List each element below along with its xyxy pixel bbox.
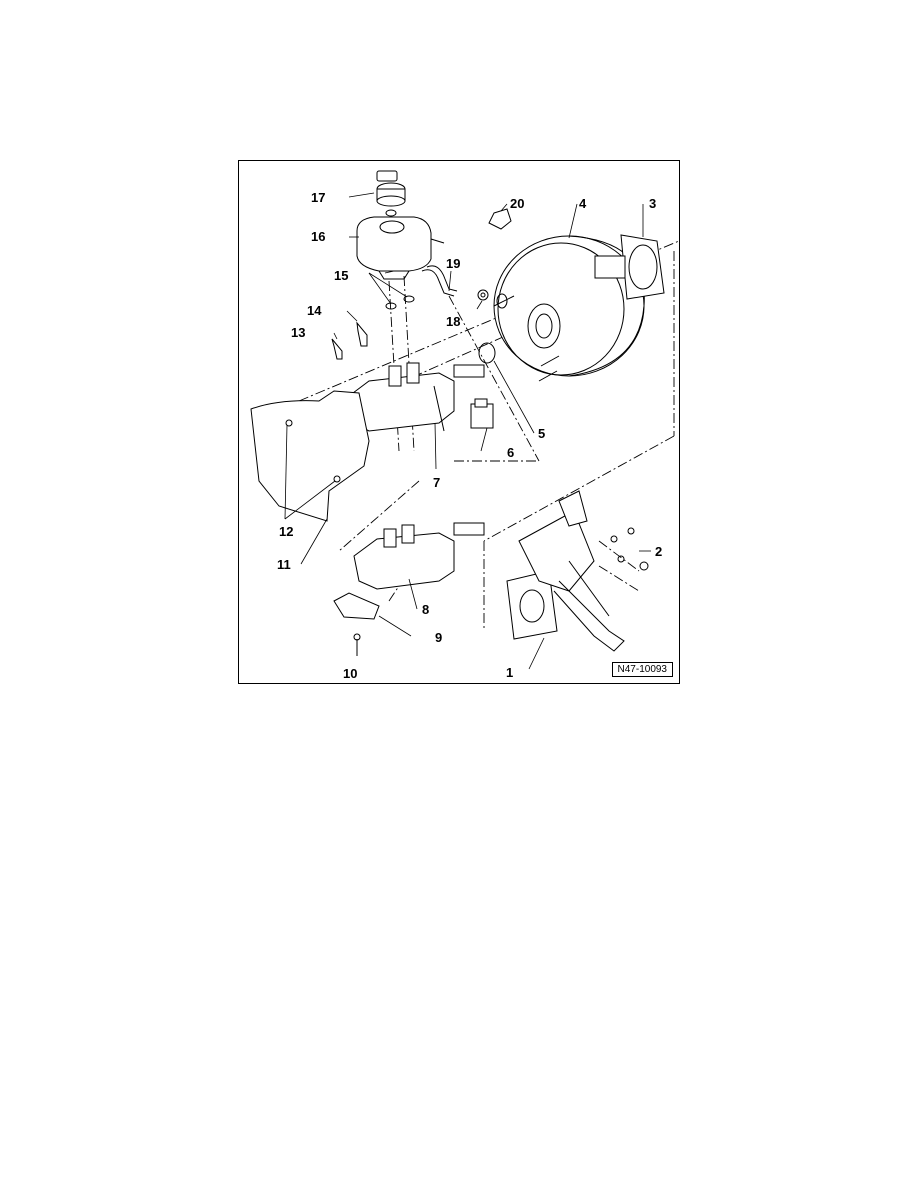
heat-shield — [250, 390, 370, 522]
callout-15: 15 — [334, 268, 348, 283]
master-cylinder-lower — [353, 522, 485, 590]
callout-8: 8 — [422, 602, 429, 617]
fasteners — [610, 527, 649, 571]
leader-lines — [284, 192, 651, 670]
callout-14: 14 — [307, 303, 322, 318]
diagram-canvas: 1 2 3 4 5 6 7 8 9 10 11 12 13 14 15 16 1… — [250, 170, 680, 681]
callout-18: 18 — [446, 314, 460, 329]
exploded-view-diagram: 1 2 3 4 5 6 7 8 9 10 11 12 13 14 15 16 1… — [238, 160, 680, 684]
callout-labels: 1 2 3 4 5 6 7 8 9 10 11 12 13 14 15 16 1… — [277, 190, 662, 681]
reservoir-cap — [376, 170, 406, 217]
callout-2: 2 — [655, 544, 662, 559]
callout-3: 3 — [649, 196, 656, 211]
callout-10: 10 — [343, 666, 357, 681]
callout-9: 9 — [435, 630, 442, 645]
sensor — [470, 398, 494, 429]
master-cylinder-upper — [348, 362, 485, 432]
figure-reference-code: N47-10093 — [611, 662, 673, 677]
callout-17: 17 — [311, 190, 325, 205]
callout-19: 19 — [446, 256, 460, 271]
pedal-assembly — [506, 490, 625, 652]
upper-hardware — [421, 208, 512, 301]
callout-11: 11 — [277, 557, 291, 572]
callout-4: 4 — [579, 196, 587, 211]
callout-20: 20 — [510, 196, 524, 211]
callout-12: 12 — [279, 524, 293, 539]
callout-13: 13 — [291, 325, 305, 340]
pressure-sensors — [331, 321, 368, 360]
callout-5: 5 — [538, 426, 545, 441]
bracket-and-bolt — [333, 592, 380, 656]
brake-fluid-reservoir — [356, 216, 445, 280]
callout-7: 7 — [433, 475, 440, 490]
seals — [385, 295, 415, 310]
callout-16: 16 — [311, 229, 325, 244]
callout-6: 6 — [507, 445, 514, 460]
callout-1: 1 — [506, 665, 513, 680]
gasket — [594, 234, 665, 300]
o-ring — [478, 342, 496, 364]
